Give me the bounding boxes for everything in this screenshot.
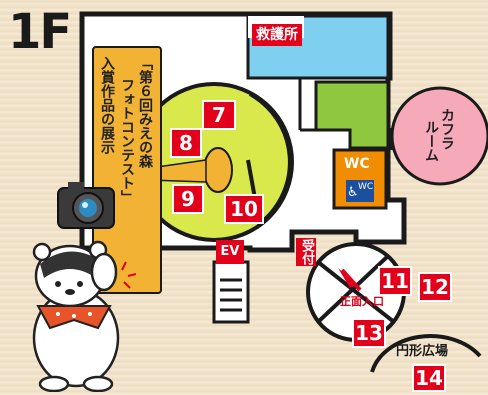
wheelchair-icon: ♿: [347, 185, 359, 200]
spot-8: 8: [170, 128, 202, 158]
wc-accessible-sign: [346, 180, 374, 202]
exhibit-line1: 「第６回みえの森: [137, 56, 153, 168]
floor-label: 1F: [8, 4, 72, 60]
spot-12: 12: [418, 272, 452, 302]
spot-7: 7: [202, 100, 236, 130]
spot-11: 11: [378, 266, 412, 296]
stairs: [212, 260, 250, 324]
color-room-label-1: カフラ: [439, 108, 455, 150]
circle-plaza-arc: [370, 334, 482, 373]
main-entrance-label: 正面入口: [340, 295, 384, 308]
exhibit-label-card: 「第６回みえの森 フォトコンテスト」 入賞作品の展示: [92, 46, 162, 294]
camera-icon: [57, 182, 115, 229]
wc-small-label: WC: [358, 182, 374, 192]
spot-10: 10: [224, 194, 264, 224]
spot-9: 9: [172, 184, 204, 214]
spot-13: 13: [352, 318, 386, 348]
reception-label: 受付: [296, 238, 316, 266]
exhibit-line2: フォトコンテスト」: [119, 78, 135, 204]
exhibit-line3: 入賞作品の展示: [99, 56, 115, 154]
spot-14: 14: [412, 364, 446, 392]
exhibit-center: [203, 147, 233, 193]
color-room-label-2: ルーム: [423, 120, 439, 162]
mascot-illustration: [32, 182, 136, 392]
ev-label: EV: [216, 240, 244, 264]
circle-plaza-label: 円形広場: [396, 344, 449, 359]
first-aid-label: 救護所: [252, 24, 302, 46]
wc-label: WC: [344, 156, 370, 172]
